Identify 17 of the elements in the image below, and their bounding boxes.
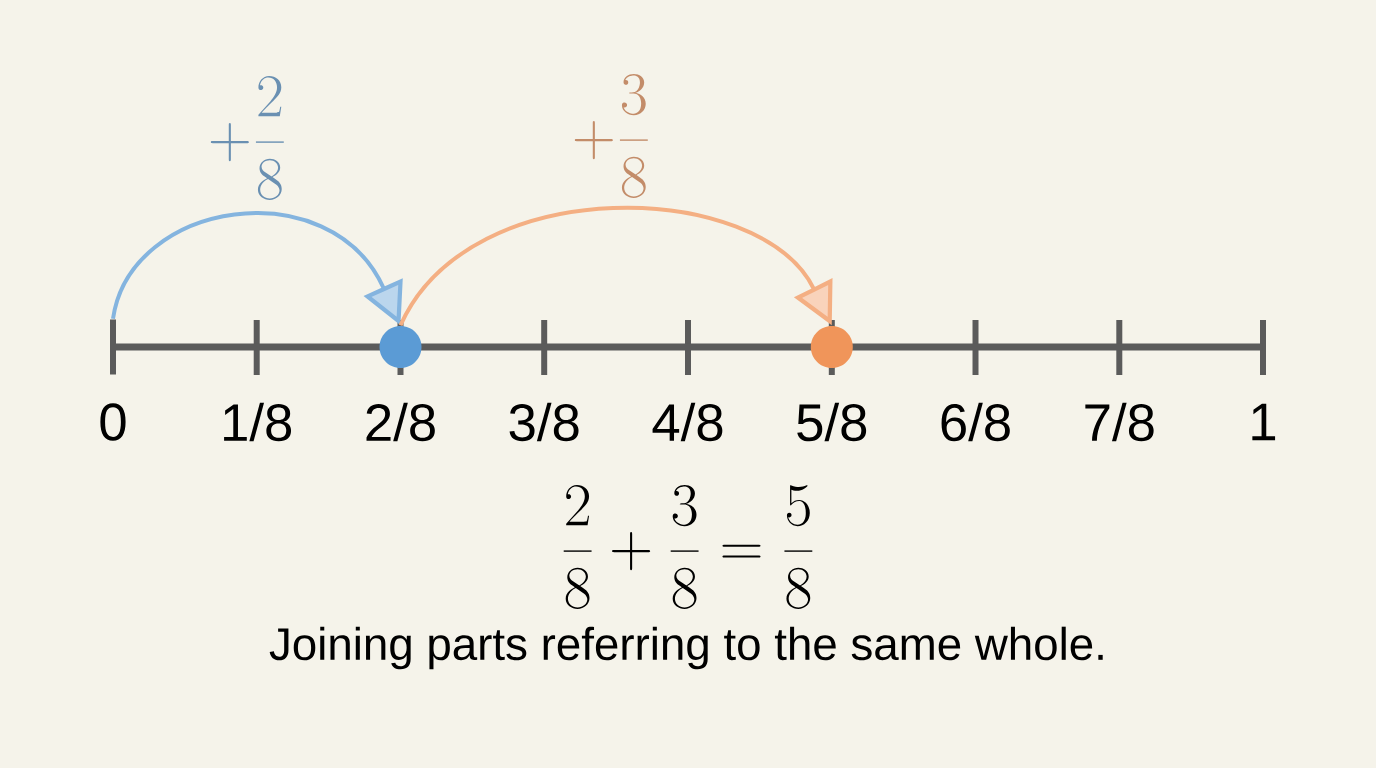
tick-mark (110, 319, 116, 375)
equation: $\frac{2}{8}+\frac{3}{8}=\frac{5}{8}$ (563, 485, 813, 609)
edge-label: $+\frac{2}{8}$ (210, 76, 284, 200)
point-dot (379, 326, 422, 368)
tick-label: 5/8 (797, 402, 867, 442)
edge-label: $+\frac{3}{8}$ (574, 74, 648, 198)
tick-label: 7/8 (1085, 402, 1154, 442)
tick-label: 1/8 (224, 402, 292, 442)
tick-label: 0 (100, 403, 126, 441)
tick-label: 4/8 (652, 402, 723, 442)
tick-label: 6/8 (941, 402, 1010, 442)
tick-label: 2/8 (366, 402, 435, 442)
tick-label: 3/8 (509, 402, 579, 442)
tick-label: 1 (1252, 403, 1276, 441)
caption: Joining parts referring to the same whole. (269, 626, 1103, 670)
point-dot (810, 326, 853, 368)
arc-arrow (398, 206, 833, 327)
